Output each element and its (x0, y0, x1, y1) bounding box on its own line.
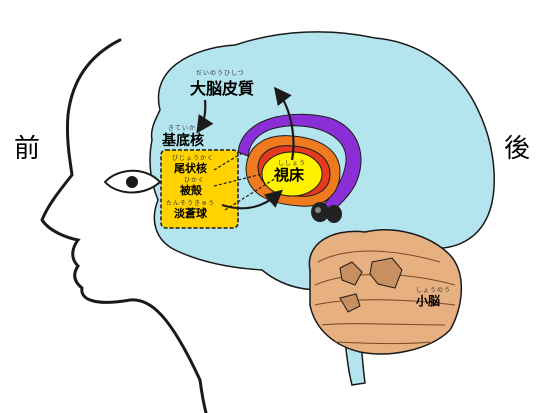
caudate-label: 尾状核 (174, 162, 207, 175)
putamen-ruby: ひかく (184, 177, 206, 184)
circuit-arrows (196, 86, 295, 210)
cerebellum-label: 小脳 (416, 294, 441, 308)
putamen-label: 被殻 (180, 184, 202, 197)
thalamus-shape (261, 151, 323, 197)
front-label: 前 (14, 134, 41, 164)
back-label: 後 (504, 134, 531, 164)
cerebellum-ruby: しょうのう (416, 287, 452, 294)
cortex-ruby: だいのうひしつ (196, 70, 245, 77)
pallidus-ruby: たんそうきゅう (166, 200, 216, 207)
pallidus-label: 淡蒼球 (174, 207, 207, 220)
pointer-lines (213, 151, 277, 211)
eye-icon (103, 169, 162, 194)
cortex-label: 大脳皮質 (190, 79, 255, 98)
thalamus-ruby: ししょう (278, 160, 307, 167)
basal-ganglia-box (160, 149, 239, 229)
thalamus-label: 視床 (274, 166, 305, 184)
head-profile-outline (40, 38, 208, 413)
cerebellum-shape (308, 229, 462, 355)
basal-ganglia-label: 基底核 (162, 133, 204, 149)
dark-nuclei (311, 202, 342, 223)
basal-ganglia-ruby: きていかく (168, 125, 204, 132)
caudate-ruby: びじょうかく (172, 155, 215, 162)
